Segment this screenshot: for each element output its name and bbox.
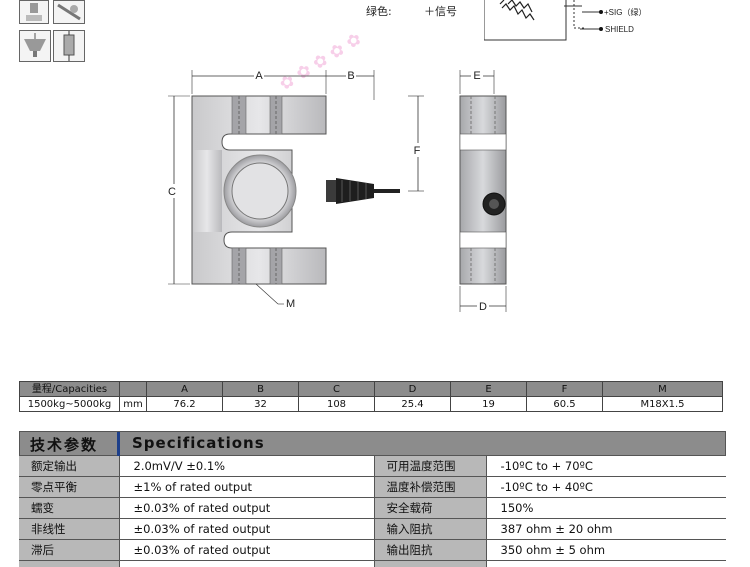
header-separator (117, 432, 120, 456)
spec-key: 温度补偿范围 (374, 477, 486, 498)
dimensions-value-row: 1500kg~5000kg mm 76.2 32 108 25.4 19 60.… (20, 397, 723, 412)
crane-scale-icon (54, 1, 84, 23)
dim-c-label: C (168, 186, 176, 198)
tension-sensor-icon (54, 31, 84, 61)
spec-key: 可用温度范围 (374, 456, 486, 477)
header-a: A (147, 382, 223, 397)
value-m: M18X1.5 (603, 397, 723, 412)
hanging-scale-icon (20, 1, 48, 23)
value-d: 25.4 (375, 397, 451, 412)
spec-key: 安全载荷 (374, 498, 486, 519)
side-view-body (460, 96, 506, 284)
spec-key: 滞后 (19, 540, 119, 561)
wiring-diagram: +SIG（绿） SHIELD (484, 0, 704, 44)
shield-label: SHIELD (605, 25, 634, 34)
specifications-table: 额定输出 2.0mV/V ±0.1% 可用温度范围 -10ºC to + 70º… (19, 456, 726, 567)
cable-gland (326, 180, 336, 202)
spec-value: -10ºC to + 70ºC (486, 456, 726, 477)
spec-value: 2.0mV/V ±0.1% (119, 456, 374, 477)
dim-e-label: E (473, 70, 480, 82)
spec-value: -10ºC to + 40ºC (486, 477, 726, 498)
spec-value: 387 ohm ± 20 ohm (486, 519, 726, 540)
spec-key: 蠕变 (19, 498, 119, 519)
dim-d-label: D (479, 301, 487, 313)
header-capacities: 量程/Capacities (20, 382, 120, 397)
dim-a-label: A (255, 70, 263, 82)
header-d: D (375, 382, 451, 397)
spec-row: 非线性 ±0.03% of rated output 输入阻抗 387 ohm … (19, 519, 726, 540)
header-unit (120, 382, 147, 397)
spec-row: 额定输出 2.0mV/V ±0.1% 可用温度范围 -10ºC to + 70º… (19, 456, 726, 477)
bridge-resistor-icon (500, 0, 534, 20)
specifications-title-cn: 技术参数 (30, 434, 98, 455)
thumbnail-4[interactable] (53, 30, 85, 62)
spec-value: ±0.03% of rated output (119, 519, 374, 540)
header-m: M (603, 382, 723, 397)
value-b: 32 (223, 397, 299, 412)
load-cell-drawing: A B C F M E D (160, 60, 540, 320)
spec-key: 额定输出 (19, 456, 119, 477)
value-unit: mm (120, 397, 147, 412)
dimensions-table: 量程/Capacities A B C D E F M 1500kg~5000k… (19, 381, 723, 412)
header-b: B (223, 382, 299, 397)
value-capacity: 1500kg~5000kg (20, 397, 120, 412)
hopper-icon (20, 31, 50, 61)
dim-m-label: M (286, 298, 295, 310)
dim-b-label: B (347, 70, 354, 82)
value-c: 108 (299, 397, 375, 412)
value-e: 19 (451, 397, 527, 412)
dimensions-header-row: 量程/Capacities A B C D E F M (20, 382, 723, 397)
wire-color-green-label: 绿色: (366, 3, 392, 19)
thumbnail-1[interactable] (19, 0, 49, 24)
spec-value: ±1% of rated output (119, 477, 374, 498)
header-f: F (527, 382, 603, 397)
header-e: E (451, 382, 527, 397)
dim-f-label: F (414, 145, 421, 157)
specifications-header: 技术参数 Specifications (19, 431, 726, 456)
spec-row: 蠕变 ±0.03% of rated output 安全载荷 150% (19, 498, 726, 519)
value-a: 76.2 (147, 397, 223, 412)
spec-value: ±0.03% of rated output (119, 540, 374, 561)
spec-value: 350 ohm ± 5 ohm (486, 540, 726, 561)
specifications-title-en: Specifications (132, 434, 265, 452)
sig-label: +SIG（绿） (604, 8, 646, 17)
spec-value: ±0.03% of rated output (119, 498, 374, 519)
spec-value: 150% (486, 498, 726, 519)
spec-key: 输入阻抗 (374, 519, 486, 540)
spec-key: 输出阻抗 (374, 540, 486, 561)
value-f: 60.5 (527, 397, 603, 412)
spec-key: 零点平衡 (19, 477, 119, 498)
spec-key: 非线性 (19, 519, 119, 540)
spec-row: 滞后 ±0.03% of rated output 输出阻抗 350 ohm ±… (19, 540, 726, 561)
header-c: C (299, 382, 375, 397)
thumbnail-2[interactable] (53, 0, 85, 24)
spec-row: 零点平衡 ±1% of rated output 温度补偿范围 -10ºC to… (19, 477, 726, 498)
wire-color-green-value: ＋信号 (424, 3, 457, 19)
thumbnail-3[interactable] (19, 30, 51, 62)
